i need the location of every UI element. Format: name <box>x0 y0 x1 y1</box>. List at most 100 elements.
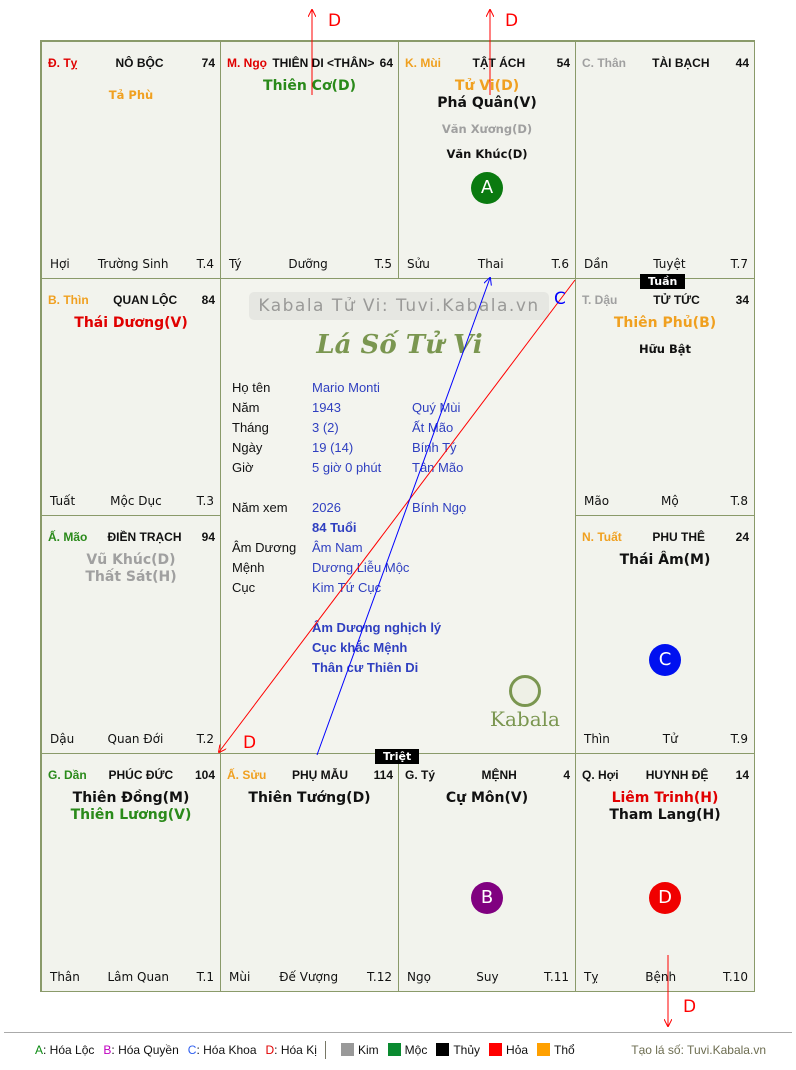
minor-star: Tả Phù <box>108 88 154 102</box>
life-stage: Tuyệt <box>653 257 686 271</box>
main-star: Tham Lang(H) <box>609 807 721 823</box>
legend-hoa-item: C: Hóa Khoa <box>188 1043 257 1057</box>
life-stage: Suy <box>476 970 499 984</box>
life-stage: Mộ <box>661 494 679 508</box>
legend-text: Thổ <box>554 1043 575 1057</box>
legend-text: Hỏa <box>506 1043 529 1057</box>
cell-branch: Thìn <box>584 732 610 746</box>
palace-branch: B. Thìn <box>48 293 89 307</box>
info-label: Tháng <box>232 420 269 435</box>
main-star: Liêm Trinh(H) <box>611 790 719 806</box>
color-swatch <box>436 1043 450 1056</box>
minor-star: Hữu Bật <box>638 342 692 356</box>
color-swatch <box>489 1043 503 1056</box>
legend-key: B <box>103 1043 112 1057</box>
credit-text: Tạo lá số: Tuvi.Kabala.vn <box>631 1043 766 1057</box>
main-star: Thiên Đồng(M) <box>72 790 190 806</box>
info-value: 2026 <box>312 500 341 515</box>
life-stage: Quan Đới <box>107 732 164 746</box>
life-stage: Trường Sinh <box>97 257 169 271</box>
info-label: Mệnh <box>232 560 265 575</box>
cell-branch: Mão <box>584 494 610 508</box>
tree-icon <box>509 675 541 707</box>
palace-branch: G. Tý <box>405 768 436 782</box>
palace-number: 94 <box>201 530 215 544</box>
life-stage: Thai <box>477 257 504 271</box>
chart-title: Lá Số Tử Vi <box>316 330 483 360</box>
info-value: Cục khắc Mệnh <box>312 640 408 655</box>
info-label: Họ tên <box>232 380 271 395</box>
palace-name: TỬ TỨC <box>653 293 700 307</box>
cell-branch: Hợi <box>50 257 70 271</box>
cell-branch: Sửu <box>407 257 430 271</box>
main-star: Phá Quân(V) <box>437 95 537 111</box>
palace-name: TẬT ÁCH <box>472 56 526 70</box>
main-star: Vũ Khúc(D) <box>86 552 176 568</box>
info-canchi: Tân Mão <box>412 460 464 475</box>
palace-name: PHÚC ĐỨC <box>108 768 174 782</box>
cell-month: T.6 <box>551 257 569 271</box>
legend-text: : Hóa Lộc <box>43 1043 95 1057</box>
cell-month: T.12 <box>366 970 392 984</box>
main-star: Thái Âm(M) <box>619 552 711 568</box>
info-canchi: Ất Mão <box>412 420 454 435</box>
cell-month: T.1 <box>196 970 214 984</box>
palace-branch: Ấ. Sửu <box>227 768 267 782</box>
legend-element-item: Hỏa <box>489 1043 528 1057</box>
palace-branch: Q. Hợi <box>582 768 619 782</box>
arrow-label: D <box>328 11 342 31</box>
info-value: 1943 <box>312 400 341 415</box>
minor-star: Văn Khúc(D) <box>446 147 528 161</box>
watermark: Kabala Tử Vi: Tuvi.Kabala.vn <box>249 292 549 320</box>
palace-name: NÔ BỘC <box>115 56 164 70</box>
logo-text: Kabala <box>490 707 560 731</box>
cell-branch: Tỵ <box>584 970 599 984</box>
cell-month: T.9 <box>730 732 748 746</box>
info-value: Dương Liễu Mộc <box>312 560 410 575</box>
transform-badge: A <box>471 172 503 204</box>
info-label: Giờ <box>232 460 254 475</box>
legend-text: Mộc <box>404 1043 428 1057</box>
palace-name: ĐIỀN TRẠCH <box>107 530 182 544</box>
info-value: Thân cư Thiên Di <box>312 660 419 675</box>
arrow-label: D <box>683 997 697 1017</box>
legend-element-item: Thủy <box>436 1043 480 1057</box>
palace-branch: Ấ. Mão <box>48 530 88 544</box>
center-info: Kabala Tử Vi: Tuvi.Kabala.vn Lá Số Tử Vi… <box>222 280 577 756</box>
legend-key: A <box>35 1043 44 1057</box>
legend-key: C <box>187 1043 197 1057</box>
info-value: 84 Tuổi <box>312 520 357 535</box>
legend-hoa-item: D: Hóa Kị <box>266 1043 317 1057</box>
life-stage: Mộc Dục <box>110 494 162 508</box>
info-canchi: Bính Ngọ <box>412 500 467 515</box>
main-star: Thái Dương(V) <box>74 315 188 331</box>
cell-month: T.5 <box>374 257 392 271</box>
cell-month: T.2 <box>196 732 214 746</box>
cell-branch: Dần <box>584 257 609 271</box>
tuan-tag: Tuần <box>640 274 686 289</box>
kabala-logo: Kabala <box>490 675 560 731</box>
legend-text: : Hóa Quyền <box>111 1043 179 1057</box>
palace-number: 24 <box>735 530 749 544</box>
triet-tag: Triệt <box>375 749 420 764</box>
cell-branch: Tuất <box>50 494 76 508</box>
info-value: Mario Monti <box>312 380 380 395</box>
palace-name: MỆNH <box>481 768 517 782</box>
main-star: Thiên Cơ(D) <box>263 78 356 94</box>
palace-number: 104 <box>194 768 215 782</box>
palace-branch: C. Thân <box>582 56 626 70</box>
life-stage: Dưỡng <box>288 257 328 271</box>
palace-name: QUAN LỘC <box>113 293 178 307</box>
